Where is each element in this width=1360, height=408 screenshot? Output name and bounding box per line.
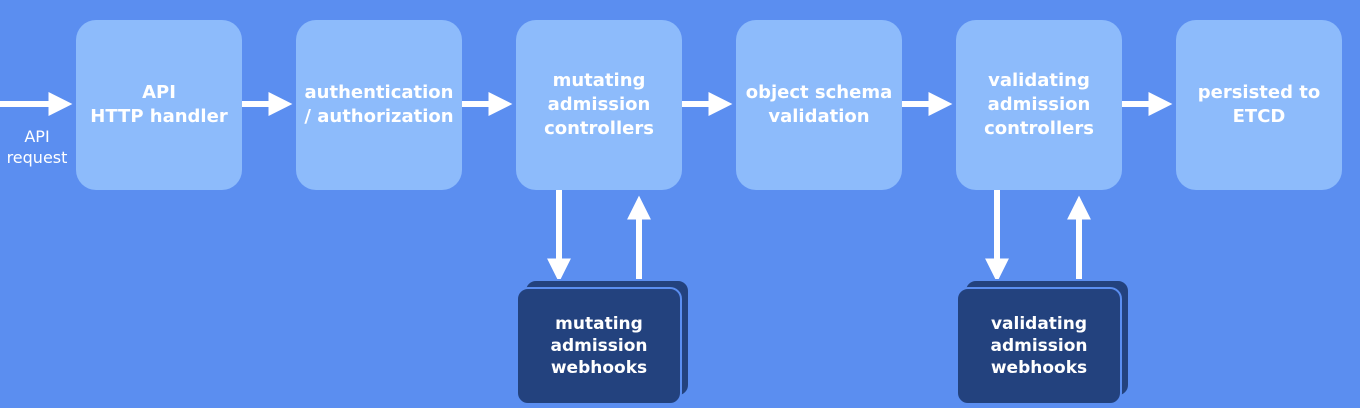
stage-validating-admission-controllers: validating admission controllers [956,20,1122,190]
stage-api-http-handler: API HTTP handler [76,20,242,190]
stage-object-schema-validation: object schema validation [736,20,902,190]
webhook-label: validating admission webhooks [990,314,1088,378]
mutating-admission-webhooks: mutating admission webhooks [516,287,682,405]
api-request-label: API request [6,127,68,167]
stage-label: object schema validation [745,82,893,127]
stage-label: persisted to ETCD [1197,82,1321,127]
stage-label: mutating admission controllers [544,70,654,139]
webhook-label: mutating admission webhooks [550,314,648,378]
stage-mutating-admission-controllers: mutating admission controllers [516,20,682,190]
stage-label: authentication / authorization [304,82,454,127]
validating-admission-webhooks: validating admission webhooks [956,287,1122,405]
stage-persisted-to-etcd: persisted to ETCD [1176,20,1342,190]
stage-label: validating admission controllers [984,70,1094,139]
stage-label: API HTTP handler [90,82,228,127]
stage-authentication-authorization: authentication / authorization [296,20,462,190]
